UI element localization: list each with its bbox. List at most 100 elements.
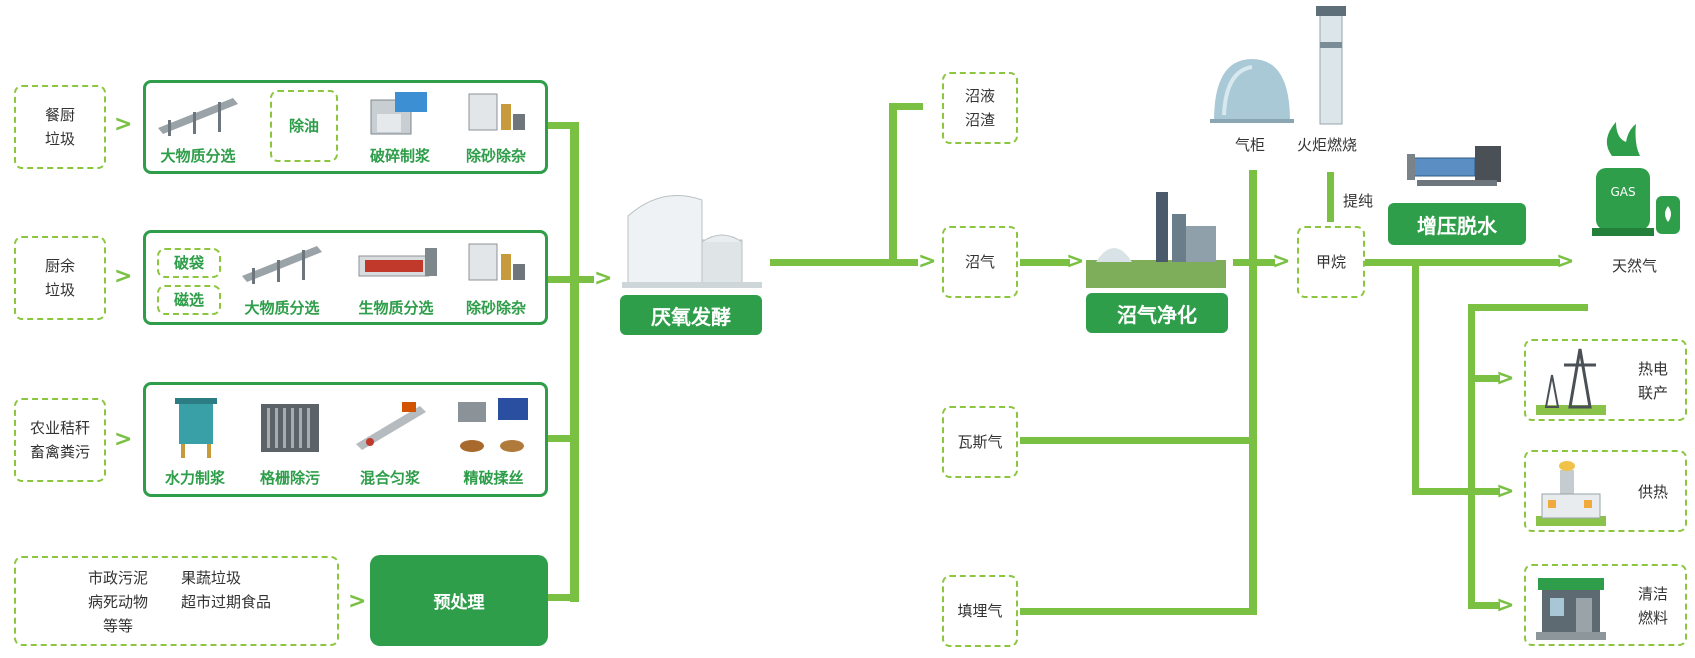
slurry-residue-box: 沼液 沼渣: [942, 72, 1018, 144]
process-label: 破袋: [173, 254, 204, 272]
digester-tank-icon: [622, 195, 762, 288]
source-agri: 农业秸秆 畜禽粪污: [14, 398, 106, 482]
gas-source-box: 瓦斯气: [942, 406, 1018, 478]
source-municipal: 市政污泥 病死动物 等等 果蔬垃圾 超市过期食品: [14, 556, 339, 646]
connector-line: [1327, 172, 1334, 222]
connector-line: [1468, 602, 1500, 609]
municipal-label: 病死动物: [88, 593, 149, 611]
connector-line: [1468, 375, 1500, 382]
gas-station-icon: [1536, 578, 1606, 640]
grit-removal-icon: [468, 93, 525, 131]
use-fuel-box: 清洁 燃料: [1524, 564, 1687, 646]
municipal-label: 果蔬垃圾: [181, 569, 242, 587]
crusher-icon: [370, 92, 427, 135]
connector-line: [574, 276, 594, 283]
methane-box: 甲烷: [1297, 226, 1365, 298]
gas-holder-label: 气柜: [1235, 136, 1266, 154]
compress-text: 增压脱水: [1417, 213, 1497, 238]
gas-source-box: 填埋气: [942, 575, 1018, 647]
biogas-box: 沼气: [942, 226, 1018, 298]
shredder-icon: [457, 398, 528, 452]
connector-line: [1020, 608, 1257, 615]
process-item: 水力制浆: [150, 394, 240, 488]
arrow-icon: >: [1496, 366, 1515, 391]
methane-label: 甲烷: [1315, 253, 1346, 271]
connector-line: [548, 594, 574, 601]
anaerobic-text: 厌氧发酵: [651, 304, 731, 329]
connector-line: [889, 103, 897, 263]
source-label: 畜禽粪污: [29, 443, 90, 461]
arrow-icon: >: [594, 266, 613, 291]
arrow-icon: >: [114, 264, 133, 289]
use-heat-box: 供热: [1524, 450, 1687, 532]
process-label: 磁选: [173, 291, 204, 309]
mixer-icon: [356, 402, 426, 450]
arrow-icon: >: [114, 112, 133, 137]
process-label: 大物质分选: [160, 147, 236, 165]
natural-gas-label: 天然气: [1612, 257, 1658, 275]
biomass-sorter-icon: [358, 248, 437, 277]
upgrade-label: 提纯: [1343, 192, 1374, 210]
biogas-purification-label: 沼气净化: [1086, 293, 1228, 333]
connector-line: [1468, 304, 1475, 609]
arrow-icon: >: [1066, 249, 1085, 274]
connector-line: [1468, 304, 1588, 311]
anaerobic-fermentation-label: 厌氧发酵: [620, 295, 762, 335]
connector-line: [548, 276, 574, 283]
conveyor-icon: [242, 246, 322, 284]
purification-plant-icon: [1086, 192, 1226, 288]
arrow-icon: >: [918, 249, 937, 274]
connector-line: [770, 259, 918, 266]
process-item: 精破揉丝: [446, 394, 541, 488]
source-label: 餐厨: [44, 106, 75, 124]
flare-stack-icon: [1316, 6, 1346, 125]
compression-dewatering-label: 增压脱水: [1388, 203, 1526, 245]
process-item: 大物质分选: [232, 238, 332, 318]
pretreatment-label: 预处理: [433, 593, 485, 613]
slurry-label: 沼液: [964, 87, 995, 105]
compressor-icon: [1407, 146, 1501, 186]
connector-line: [1412, 263, 1419, 495]
flare-label: 火炬燃烧: [1297, 136, 1358, 154]
process-item: 格栅除污: [245, 394, 335, 488]
process-label: 混合匀浆: [359, 469, 420, 487]
process-label: 大物质分选: [244, 299, 320, 317]
municipal-label: 等等: [103, 617, 134, 635]
process-label: 精破揉丝: [463, 469, 524, 487]
process-item: 破碎制浆: [362, 88, 438, 166]
power-tower-icon: [1536, 348, 1606, 415]
gas-source-label: 填埋气: [957, 602, 1003, 620]
process-label: 除油: [288, 117, 319, 135]
connector-line: [1468, 488, 1500, 495]
source-label: 垃圾: [44, 130, 75, 148]
arrow-icon: >: [114, 427, 133, 452]
process-item: 除砂除杂: [456, 88, 536, 166]
slurry-label: 沼渣: [964, 111, 995, 129]
arrow-icon: >: [1496, 593, 1515, 618]
process-label: 除砂除杂: [465, 299, 526, 317]
process-label: 生物质分选: [358, 299, 434, 317]
heating-plant-icon: [1536, 461, 1606, 526]
gas-source-label: 瓦斯气: [957, 433, 1003, 451]
source-label: 厨余: [44, 257, 75, 275]
gas-tank-icon: GAS: [1592, 122, 1680, 236]
process-box-deoil: 除油: [270, 90, 338, 162]
connector-line: [1412, 488, 1468, 495]
purify-text: 沼气净化: [1117, 302, 1197, 327]
process-label: 水力制浆: [164, 469, 225, 487]
pretreatment-box: 预处理: [370, 555, 548, 646]
process-item: 除砂除杂: [456, 238, 536, 318]
use-label: 清洁: [1638, 585, 1669, 603]
arrow-icon: >: [1272, 249, 1291, 274]
source-kitchen-waste: 餐厨 垃圾: [14, 85, 106, 169]
source-label: 农业秸秆: [29, 419, 90, 437]
arrow-icon: >: [1556, 249, 1575, 274]
grit-removal-icon: [468, 243, 525, 281]
connector-line: [548, 122, 574, 129]
use-label: 燃料: [1638, 609, 1669, 627]
source-food-residue: 厨余 垃圾: [14, 236, 106, 320]
connector-line: [548, 435, 574, 442]
municipal-label: 超市过期食品: [181, 593, 272, 611]
connector-line: [570, 122, 579, 602]
use-label: 热电: [1638, 360, 1669, 378]
